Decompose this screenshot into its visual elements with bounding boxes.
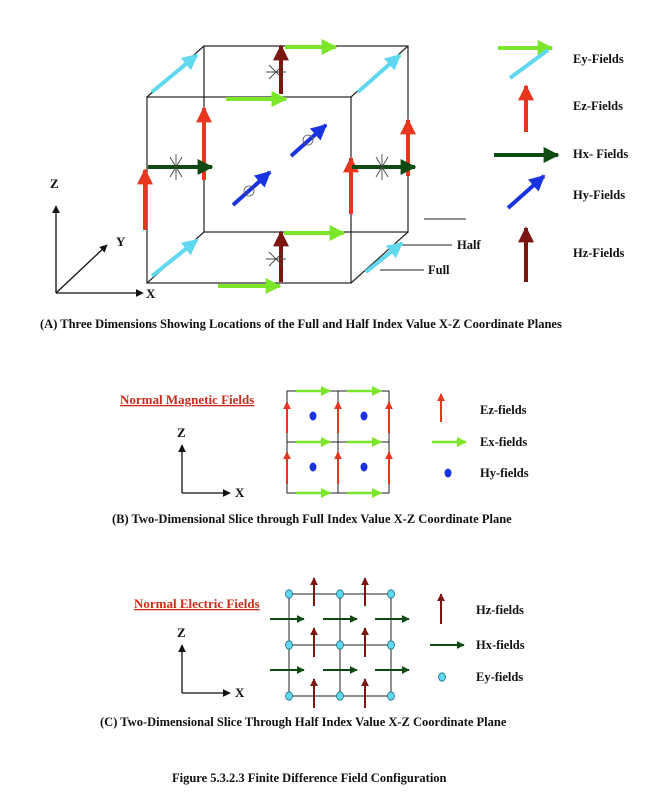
plane-leaders bbox=[380, 218, 466, 271]
panel-b-title: Normal Magnetic Fields bbox=[120, 392, 254, 407]
ey-arrow bbox=[364, 241, 404, 274]
hy-arrows-3d bbox=[231, 123, 328, 207]
panel-a-axes bbox=[52, 205, 144, 297]
panel-c-legend: Hz-fields Hx-fields Ey-fields bbox=[430, 593, 525, 684]
legend-hz-label: Hz-Fields bbox=[573, 246, 625, 260]
hy-origin-circle bbox=[243, 185, 255, 197]
panel-c-hz-arrows bbox=[310, 577, 369, 708]
legend-hx-label: Hx- Fields bbox=[573, 147, 628, 161]
panel-c-axis-z: Z bbox=[177, 625, 186, 640]
legend-c-ey-dot bbox=[438, 672, 446, 682]
panel-c-axis-x: X bbox=[235, 685, 245, 700]
axis-x-label: X bbox=[146, 286, 156, 301]
panel-b-axis-z: Z bbox=[177, 425, 186, 440]
ex-arrows-3d bbox=[218, 39, 346, 294]
cube-edge bbox=[350, 231, 409, 284]
legend-b-ez-label: Ez-fields bbox=[480, 403, 527, 417]
figure-caption: Figure 5.3.2.3 Finite Difference Field C… bbox=[172, 771, 447, 785]
legend-c-hx-label: Hx-fields bbox=[476, 638, 525, 652]
hy-origin-circle bbox=[302, 134, 314, 146]
panel-c-ey-dots bbox=[285, 589, 395, 701]
legend-c-ey-label: Ey-fields bbox=[476, 670, 523, 684]
panel-c-axes bbox=[178, 644, 231, 697]
panel-b-caption: (B) Two-Dimensional Slice through Full I… bbox=[112, 512, 512, 526]
axis-y-label: Y bbox=[116, 234, 126, 249]
asterisk-marks bbox=[169, 64, 389, 267]
panel-b-axes bbox=[178, 444, 231, 497]
ey-arrow bbox=[150, 238, 199, 278]
label-full: Full bbox=[428, 263, 450, 277]
legend-b-ex-label: Ex-fields bbox=[480, 435, 527, 449]
legend-b-hy-dot bbox=[444, 468, 452, 478]
axis-z-label: Z bbox=[50, 176, 59, 191]
panel-b-ex-arrows bbox=[296, 386, 382, 498]
ey-arrow bbox=[150, 53, 199, 94]
panel-b-ez-arrows bbox=[283, 401, 393, 484]
panel-b-hy-dots bbox=[309, 411, 368, 472]
legend-hy-label: Hy-Fields bbox=[573, 188, 625, 202]
panel-a-caption: (A) Three Dimensions Showing Locations o… bbox=[40, 317, 562, 331]
hy-arrow bbox=[289, 123, 328, 158]
legend-c-hz-label: Hz-fields bbox=[476, 603, 524, 617]
ey-arrows-3d bbox=[150, 53, 404, 278]
panel-c-title: Normal Electric Fields bbox=[134, 596, 260, 611]
legend-ey-cyan bbox=[508, 48, 550, 80]
ey-arrow bbox=[356, 53, 402, 94]
panel-b-legend: Ez-fields Ex-fields Hy-fields bbox=[432, 393, 529, 480]
panel-b-axis-x: X bbox=[235, 485, 245, 500]
label-half: Half bbox=[457, 238, 481, 252]
panel-a-legend: Ey-Fields Ez-Fields Hx- Fields Hy-Fields… bbox=[494, 40, 628, 282]
legend-hy-arrow bbox=[506, 174, 546, 210]
legend-ey-label: Ey-Fields bbox=[573, 52, 624, 66]
legend-b-hy-label: Hy-fields bbox=[480, 466, 529, 480]
panel-c-caption: (C) Two-Dimensional Slice Through Half I… bbox=[100, 715, 507, 729]
hy-arrow bbox=[231, 170, 272, 207]
panel-c-hx-arrows bbox=[270, 615, 410, 674]
legend-ez-label: Ez-Fields bbox=[573, 99, 623, 113]
